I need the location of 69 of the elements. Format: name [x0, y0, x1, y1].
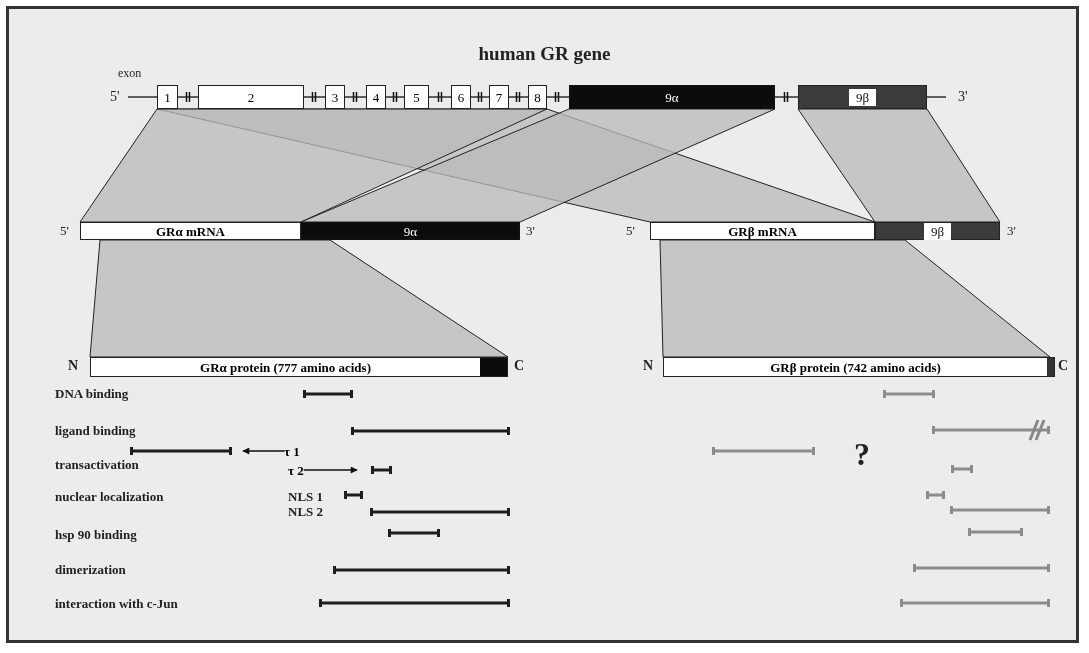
row-label: hsp 90 binding [55, 528, 137, 541]
motif-label: NLS 2 [288, 505, 324, 518]
gene-line [774, 96, 799, 98]
exon-box [798, 85, 927, 109]
terminus-label: N [643, 359, 654, 373]
end-label: 5' [60, 224, 69, 237]
exon-box [404, 85, 429, 109]
gene-line [926, 96, 947, 98]
exon-box [451, 85, 471, 109]
exon-label: 6 [457, 90, 465, 104]
protein-label: GRα protein (777 amino acids) [200, 360, 371, 374]
exon-label: 1 [164, 90, 171, 104]
exon-label: 4 [372, 90, 380, 104]
end-label: 3' [1007, 224, 1016, 237]
arrow [303, 466, 358, 474]
annotation-label: exon [118, 67, 142, 79]
mrna-label: GRβ mRNA [728, 224, 797, 238]
terminus-label: N [68, 359, 79, 373]
gene-line [385, 96, 405, 98]
exon-box [489, 85, 509, 109]
exon-box [157, 85, 178, 109]
protein-bar [663, 357, 1055, 377]
row-label: dimerization [55, 563, 126, 576]
end-label: 5' [110, 90, 120, 104]
mrna-label: 9α [403, 224, 418, 238]
gene-line [508, 96, 529, 98]
exon-label: 9α [665, 90, 679, 104]
exon-box [528, 85, 547, 109]
row-label: DNA binding [55, 387, 129, 400]
motif-label: τ 1 [284, 443, 300, 459]
mrna-label: GRα mRNA [156, 224, 225, 238]
mrna-segment [650, 222, 875, 240]
question-mark: ? [854, 438, 870, 470]
gene-line [303, 96, 326, 98]
row-label: ligand binding [55, 424, 136, 437]
end-label: 3' [958, 90, 968, 104]
exon-label: 8 [534, 90, 541, 104]
exon-box [325, 85, 345, 109]
exon-label: 7 [495, 90, 503, 104]
gene-line [470, 96, 490, 98]
exon-label: 9β [848, 88, 877, 106]
end-label: 3' [526, 224, 535, 237]
exon-box [366, 85, 386, 109]
mrna-label: 9β [923, 222, 952, 240]
gene-line [177, 96, 199, 98]
motif-label: NLS 1 [288, 490, 324, 503]
protein-bar [90, 357, 508, 377]
mrna-segment [875, 222, 1000, 240]
exon-label: 3 [331, 90, 339, 104]
mrna-segment [301, 222, 520, 240]
end-label: 5' [626, 224, 635, 237]
row-label: nuclear localization [55, 490, 164, 503]
exon-box [198, 85, 304, 109]
exon-box [569, 85, 775, 109]
terminus-label: C [1058, 359, 1069, 373]
row-label: transactivation [55, 458, 139, 471]
gene-line [344, 96, 367, 98]
gene-line [428, 96, 452, 98]
gene-line [127, 96, 158, 98]
exon-label: 5 [413, 90, 420, 104]
row-label: interaction with c-Jun [55, 597, 178, 610]
protein-label: GRβ protein (742 amino acids) [770, 360, 941, 374]
gene-line [546, 96, 570, 98]
motif-label: τ 2 [288, 462, 304, 478]
arrow [242, 447, 285, 455]
mrna-segment [80, 222, 301, 240]
diagram-title: human GR gene [477, 44, 612, 63]
terminus-label: C [514, 359, 525, 373]
exon-label: 2 [247, 90, 255, 104]
